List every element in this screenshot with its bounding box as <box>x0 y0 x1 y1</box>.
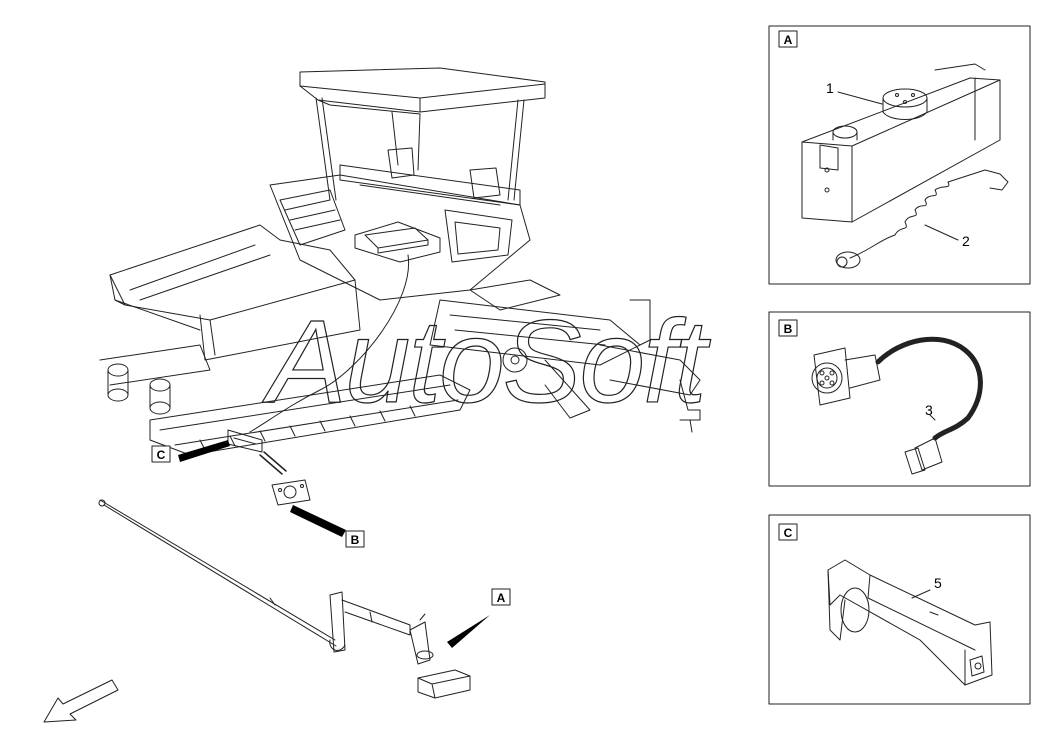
direction-arrow-icon <box>43 679 119 723</box>
part-number-5: 5 <box>934 575 942 591</box>
detail-panel-b <box>768 311 1031 487</box>
detail-b-tag: B <box>784 322 793 336</box>
sensor-housing-detail <box>801 63 1009 269</box>
cable-connector-detail <box>811 336 983 475</box>
connector-plate-b <box>271 479 311 506</box>
detail-panel-c <box>768 514 1031 705</box>
callout-a-box <box>491 588 511 606</box>
paver-machine <box>99 67 701 506</box>
callout-b-label: B <box>351 533 360 547</box>
detail-a-tag: A <box>784 33 793 47</box>
detail-a-tag-box <box>778 30 798 48</box>
callout-c-box <box>151 445 171 463</box>
part-number-2: 2 <box>962 233 970 249</box>
part-number-1: 1 <box>826 80 834 96</box>
detail-panel-a <box>768 25 1031 285</box>
sensor-housing-a-mounted <box>417 669 471 699</box>
callout-b-box <box>345 530 365 548</box>
pointer-b <box>290 505 346 537</box>
watermark-text: AutoSoft <box>262 296 711 428</box>
bracket-detail <box>827 559 993 686</box>
detail-c-tag: C <box>784 526 793 540</box>
bracket-c-mounted <box>227 429 263 453</box>
sensor-arm-assembly <box>98 499 471 699</box>
callout-a-label: A <box>497 591 506 605</box>
control-box-mounted <box>364 227 429 249</box>
pointer-c <box>178 440 230 462</box>
detail-b-tag-box <box>778 319 798 337</box>
detail-c-tag-box <box>778 523 798 541</box>
part-number-3: 3 <box>925 402 933 418</box>
pointer-a <box>447 615 490 648</box>
callout-c-label: C <box>157 448 166 462</box>
